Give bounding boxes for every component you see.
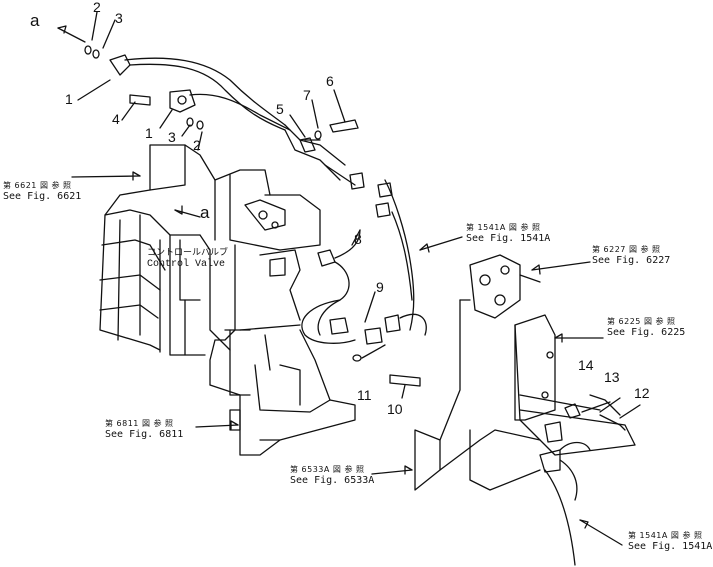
ref-jp: 第 6811 図 参 照 [105, 419, 174, 428]
ref-jp: 第 6225 図 参 照 [607, 317, 676, 326]
control-valve-label-jp: コントロールバルブ [147, 248, 229, 258]
control-valve-label: コントロールバルブ Control Valve [147, 248, 228, 270]
part-number-10: 10 [387, 401, 403, 417]
control-valve-label-en: Control Valve [147, 259, 226, 270]
ref-fig-1541a-lower: 第 1541A 図 参 照 See Fig. 1541A [628, 530, 712, 552]
part-number-11: 11 [357, 387, 372, 403]
marker-a-top: a [30, 11, 40, 30]
part-number-2-mid: 2 [193, 137, 201, 153]
ref-en: See Fig. 6533A [290, 475, 375, 486]
main-harness [349, 172, 427, 336]
ref-en: See Fig. 6225 [607, 327, 686, 338]
ref-jp: 第 1541A 図 参 照 [628, 531, 703, 540]
part-number-13: 13 [604, 369, 620, 385]
ref-jp: 第 6533A 図 参 照 [290, 465, 365, 474]
ref-fig-6225: 第 6225 図 参 照 See Fig. 6225 [607, 316, 685, 338]
pressure-switch-harness [301, 229, 383, 345]
part-number-8: 8 [354, 231, 362, 247]
ref-en: See Fig. 6227 [592, 255, 671, 266]
ref-jp: 第 6621 図 参 照 [3, 181, 72, 190]
ref-en: See Fig. 1541A [466, 233, 551, 244]
switch-unit [469, 254, 541, 319]
ref-fig-6227: 第 6227 図 参 照 See Fig. 6227 [592, 244, 670, 266]
control-valve-body [99, 144, 356, 456]
small-parts [84, 45, 421, 387]
part-number-5: 5 [276, 101, 284, 117]
part-number-1-top: 1 [65, 91, 73, 107]
marker-a-mid: a [200, 203, 210, 222]
part-number-6: 6 [326, 73, 334, 89]
ref-fig-6621: 第 6621 図 参 照 See Fig. 6621 [3, 180, 81, 202]
part-number-2-top: 2 [93, 0, 101, 15]
ref-jp: 第 6227 図 参 照 [592, 245, 661, 254]
upper-harness [109, 54, 356, 186]
part-number-12: 12 [634, 385, 650, 401]
part-number-4: 4 [112, 111, 120, 127]
ref-en: See Fig. 6621 [3, 191, 82, 202]
ref-fig-6533a: 第 6533A 図 参 照 See Fig. 6533A [290, 464, 374, 486]
bracket [414, 299, 541, 491]
bracket-plate [514, 314, 636, 566]
ref-en: See Fig. 1541A [628, 541, 713, 552]
part-number-3-top: 3 [115, 10, 123, 26]
ref-fig-1541a-upper: 第 1541A 図 参 照 See Fig. 1541A [466, 222, 550, 244]
part-number-1-mid: 1 [145, 125, 153, 141]
part-number-3-mid: 3 [168, 129, 176, 145]
part-number-9: 9 [376, 279, 384, 295]
leader-lines [57, 11, 641, 546]
ref-en: See Fig. 6811 [105, 429, 184, 440]
part-number-7: 7 [303, 87, 311, 103]
ref-fig-6811: 第 6811 図 参 照 See Fig. 6811 [105, 418, 183, 440]
part-number-14: 14 [578, 357, 594, 373]
ref-jp: 第 1541A 図 参 照 [466, 223, 541, 232]
